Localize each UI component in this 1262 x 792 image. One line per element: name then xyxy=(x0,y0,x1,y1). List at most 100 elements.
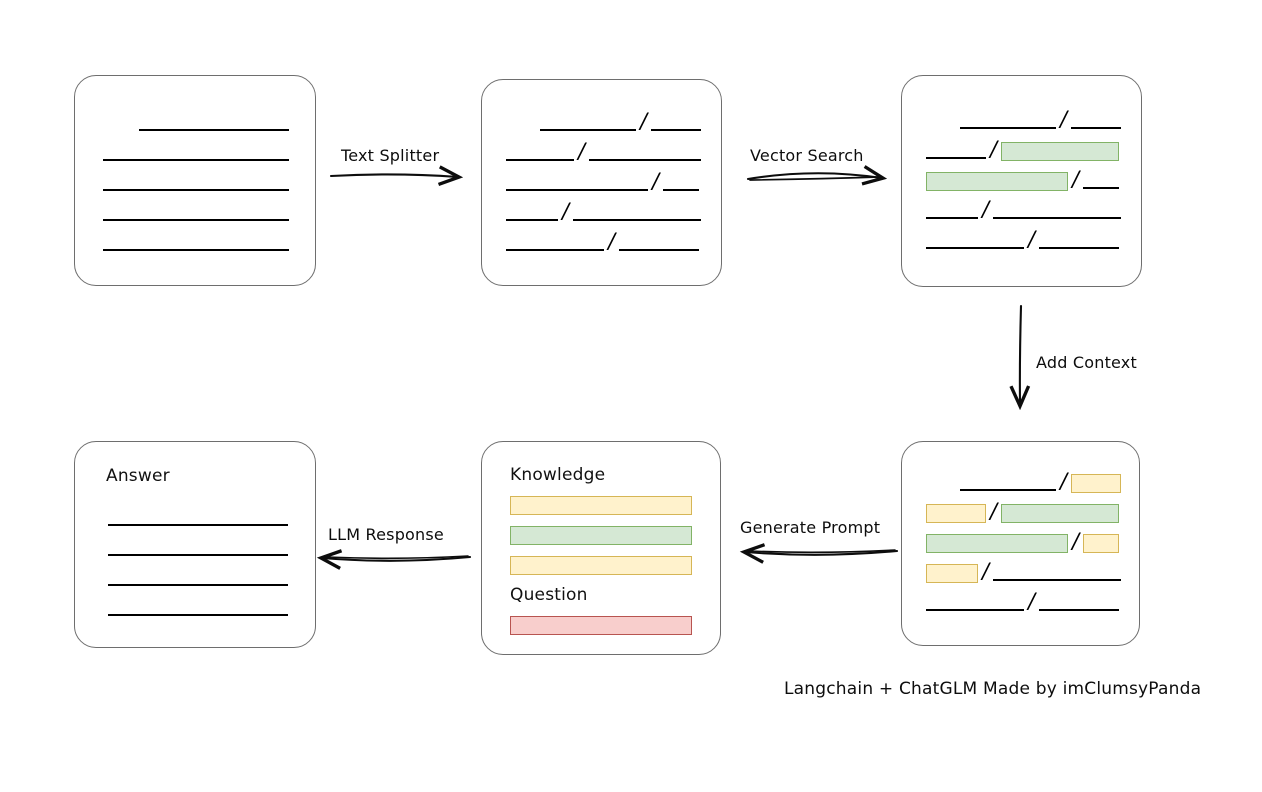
chunk-separator-slash: / xyxy=(578,138,586,163)
text-segment xyxy=(103,174,289,192)
text-segment xyxy=(108,599,288,617)
text-segment xyxy=(1039,232,1120,250)
text-segment xyxy=(506,174,648,192)
text-line xyxy=(103,144,289,162)
text-segment xyxy=(619,234,700,252)
text-segment xyxy=(926,232,1024,250)
chunk-separator-slash: / xyxy=(990,136,998,161)
text-segment xyxy=(993,564,1122,582)
text-line xyxy=(108,509,288,527)
text-segment xyxy=(926,142,986,160)
split-chunks-lines: / / / / / xyxy=(482,80,721,285)
arrow-generate-prompt xyxy=(739,543,899,564)
text-segment xyxy=(506,234,604,252)
text-segment xyxy=(506,204,558,222)
text-segment xyxy=(960,112,1056,130)
text-segment xyxy=(108,539,288,557)
text-line: / xyxy=(506,198,702,223)
text-segment xyxy=(993,202,1122,220)
node-prompt-panel[interactable]: Knowledge Question xyxy=(481,441,721,655)
text-line xyxy=(103,174,289,192)
text-segment xyxy=(1083,172,1120,190)
node-context-enriched-chunks[interactable]: / / / / / xyxy=(901,441,1140,646)
text-segment xyxy=(1071,112,1122,130)
answer-lines xyxy=(75,442,315,647)
text-segment xyxy=(926,594,1024,612)
answer-heading: Answer xyxy=(106,466,170,486)
edge-label-generate-prompt: Generate Prompt xyxy=(740,518,881,537)
source-document-lines xyxy=(75,76,315,285)
text-segment xyxy=(573,204,702,222)
text-segment xyxy=(506,144,574,162)
text-line: / xyxy=(926,498,1120,523)
edge-label-add-context: Add Context xyxy=(1036,353,1137,372)
arrow-text-splitter xyxy=(329,165,464,187)
text-line: / xyxy=(506,108,702,133)
knowledge-bar-2 xyxy=(510,526,692,545)
text-line: / xyxy=(926,196,1122,221)
chunk-separator-slash: / xyxy=(982,196,990,221)
text-line xyxy=(103,204,289,222)
text-line xyxy=(103,114,289,132)
node-source-document[interactable] xyxy=(74,75,316,286)
text-line: / xyxy=(926,468,1122,493)
text-segment xyxy=(926,202,978,220)
text-segment xyxy=(108,569,288,587)
text-line: / xyxy=(926,106,1122,131)
text-line xyxy=(108,539,288,557)
highlight-segment-yellow xyxy=(1071,473,1122,493)
text-line: / xyxy=(926,560,1122,583)
text-line xyxy=(108,599,288,617)
chunk-separator-slash: / xyxy=(1072,166,1080,191)
highlight-segment-yellow xyxy=(926,503,986,523)
highlight-segment-yellow xyxy=(1083,533,1120,553)
text-line: / xyxy=(926,528,1120,553)
text-line: / xyxy=(926,588,1120,613)
question-bar-1 xyxy=(510,616,692,635)
knowledge-bar-1 xyxy=(510,496,692,515)
highlight-segment-green xyxy=(1001,503,1120,523)
highlight-segment-green xyxy=(926,533,1068,553)
chunk-separator-slash: / xyxy=(562,198,570,223)
chunk-separator-slash: / xyxy=(1060,468,1068,493)
arrow-add-context xyxy=(1009,304,1031,411)
node-split-chunks[interactable]: / / / / / xyxy=(481,79,722,286)
text-segment xyxy=(651,114,702,132)
arrow-llm-response xyxy=(316,549,472,570)
text-line: / xyxy=(926,226,1120,251)
context-enriched-chunks-lines: / / / / / xyxy=(902,442,1139,645)
text-segment xyxy=(1039,594,1120,612)
text-segment xyxy=(960,474,1056,492)
chunk-separator-slash: / xyxy=(1028,588,1036,613)
chunk-separator-slash: / xyxy=(1072,528,1080,553)
node-answer[interactable]: Answer xyxy=(74,441,316,648)
text-line: / xyxy=(926,136,1120,161)
edge-label-text-splitter: Text Splitter xyxy=(341,146,440,165)
text-segment xyxy=(589,144,702,162)
text-segment xyxy=(108,509,288,527)
chunk-separator-slash: / xyxy=(608,228,616,253)
edge-label-vector-search: Vector Search xyxy=(750,146,864,165)
text-line: / xyxy=(926,166,1120,191)
text-segment xyxy=(103,204,289,222)
text-segment xyxy=(103,234,289,252)
text-line: / xyxy=(506,228,700,253)
chunk-separator-slash: / xyxy=(990,498,998,523)
knowledge-heading: Knowledge xyxy=(510,465,606,485)
knowledge-bar-3 xyxy=(510,556,692,575)
chunk-separator-slash: / xyxy=(640,108,648,133)
text-segment xyxy=(540,114,636,132)
arrow-vector-search xyxy=(746,165,888,186)
vector-matched-chunks-lines: / / / / / xyxy=(902,76,1141,286)
highlight-segment-green xyxy=(1001,141,1120,161)
node-vector-matched-chunks[interactable]: / / / / / xyxy=(901,75,1142,287)
diagram-caption: Langchain + ChatGLM Made by imClumsyPand… xyxy=(784,679,1202,699)
chunk-separator-slash: / xyxy=(1060,106,1068,131)
chunk-separator-slash: / xyxy=(1028,226,1036,251)
chunk-separator-slash: / xyxy=(652,168,660,193)
text-line: / xyxy=(506,168,700,193)
edge-label-llm-response: LLM Response xyxy=(328,525,444,544)
question-heading: Question xyxy=(510,585,588,605)
text-segment xyxy=(103,144,289,162)
